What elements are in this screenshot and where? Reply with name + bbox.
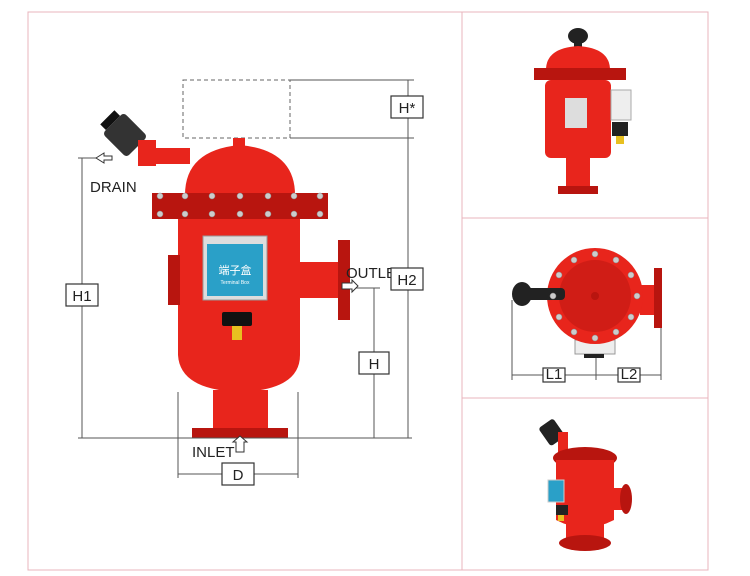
isometric-view [539, 419, 632, 551]
flow-arrows [95, 152, 359, 453]
outlet-label: OUTLET [346, 265, 405, 282]
dim-l2: L2 [617, 366, 641, 383]
svg-text:H: H [369, 356, 380, 373]
dim-h1: H1 [65, 283, 99, 307]
terminal-box: 端子盒 Terminal Box [202, 235, 268, 301]
flange-bolts [156, 192, 324, 218]
dim-d: D [221, 462, 255, 486]
dim-h2: H2 [390, 267, 424, 291]
side-view [534, 28, 632, 194]
svg-text:L1: L1 [546, 366, 563, 383]
dim-l1: L1 [542, 366, 566, 383]
svg-text:H2: H2 [397, 272, 416, 289]
terminal-box-title-cn: 端子盒 [219, 263, 252, 277]
top-view: L1 L2 [511, 248, 662, 383]
removal-clearance [182, 79, 291, 139]
svg-text:H1: H1 [72, 288, 91, 305]
svg-text:H*: H* [399, 100, 416, 117]
panel-frames [27, 11, 709, 571]
drain-label: DRAIN [90, 179, 137, 196]
inlet-label: INLET [192, 444, 235, 461]
dim-h-star: H* [390, 95, 424, 119]
svg-text:D: D [233, 467, 244, 484]
drain-valve [100, 110, 190, 166]
dim-h: H [358, 351, 390, 375]
front-view: 端子盒 Terminal Box [100, 79, 350, 438]
terminal-box-title-en: Terminal Box [221, 280, 250, 286]
svg-text:L2: L2 [621, 366, 638, 383]
